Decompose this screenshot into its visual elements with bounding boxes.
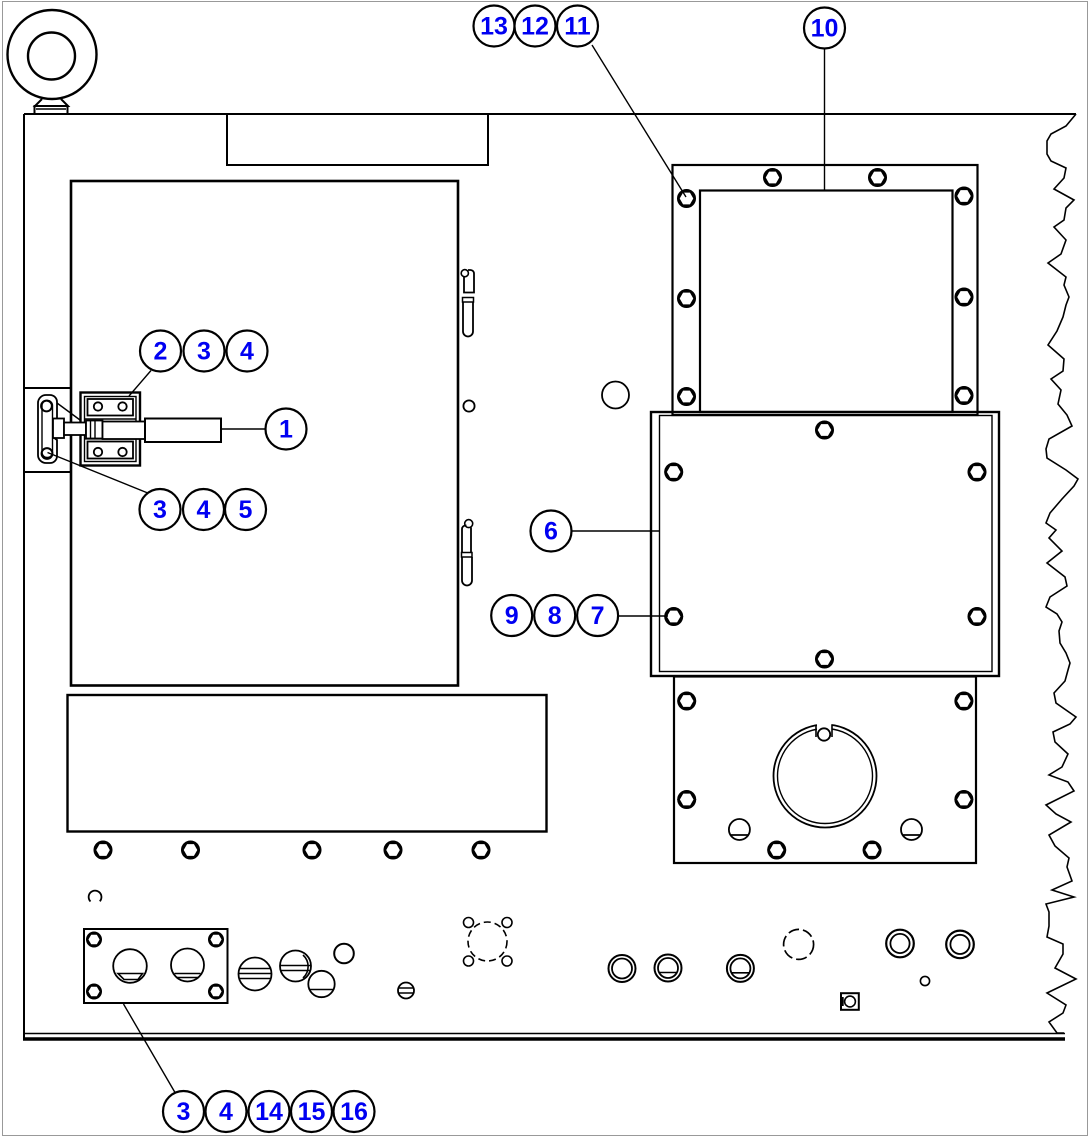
svg-text:11: 11 <box>564 13 591 41</box>
svg-text:4: 4 <box>197 496 211 524</box>
svg-text:4: 4 <box>240 338 254 366</box>
svg-text:10: 10 <box>811 15 839 43</box>
svg-text:4: 4 <box>219 1098 233 1126</box>
svg-text:14: 14 <box>255 1098 283 1126</box>
svg-text:13: 13 <box>480 13 508 41</box>
svg-text:8: 8 <box>548 602 562 630</box>
svg-text:2: 2 <box>154 338 168 366</box>
svg-text:6: 6 <box>544 518 558 546</box>
svg-text:5: 5 <box>239 496 253 524</box>
svg-text:1: 1 <box>279 416 293 444</box>
svg-text:3: 3 <box>153 496 167 524</box>
svg-text:15: 15 <box>298 1098 326 1126</box>
svg-text:7: 7 <box>591 602 605 630</box>
svg-text:3: 3 <box>177 1098 191 1126</box>
svg-text:16: 16 <box>340 1098 368 1126</box>
svg-text:3: 3 <box>197 338 211 366</box>
svg-text:9: 9 <box>505 602 519 630</box>
svg-text:12: 12 <box>521 13 549 41</box>
